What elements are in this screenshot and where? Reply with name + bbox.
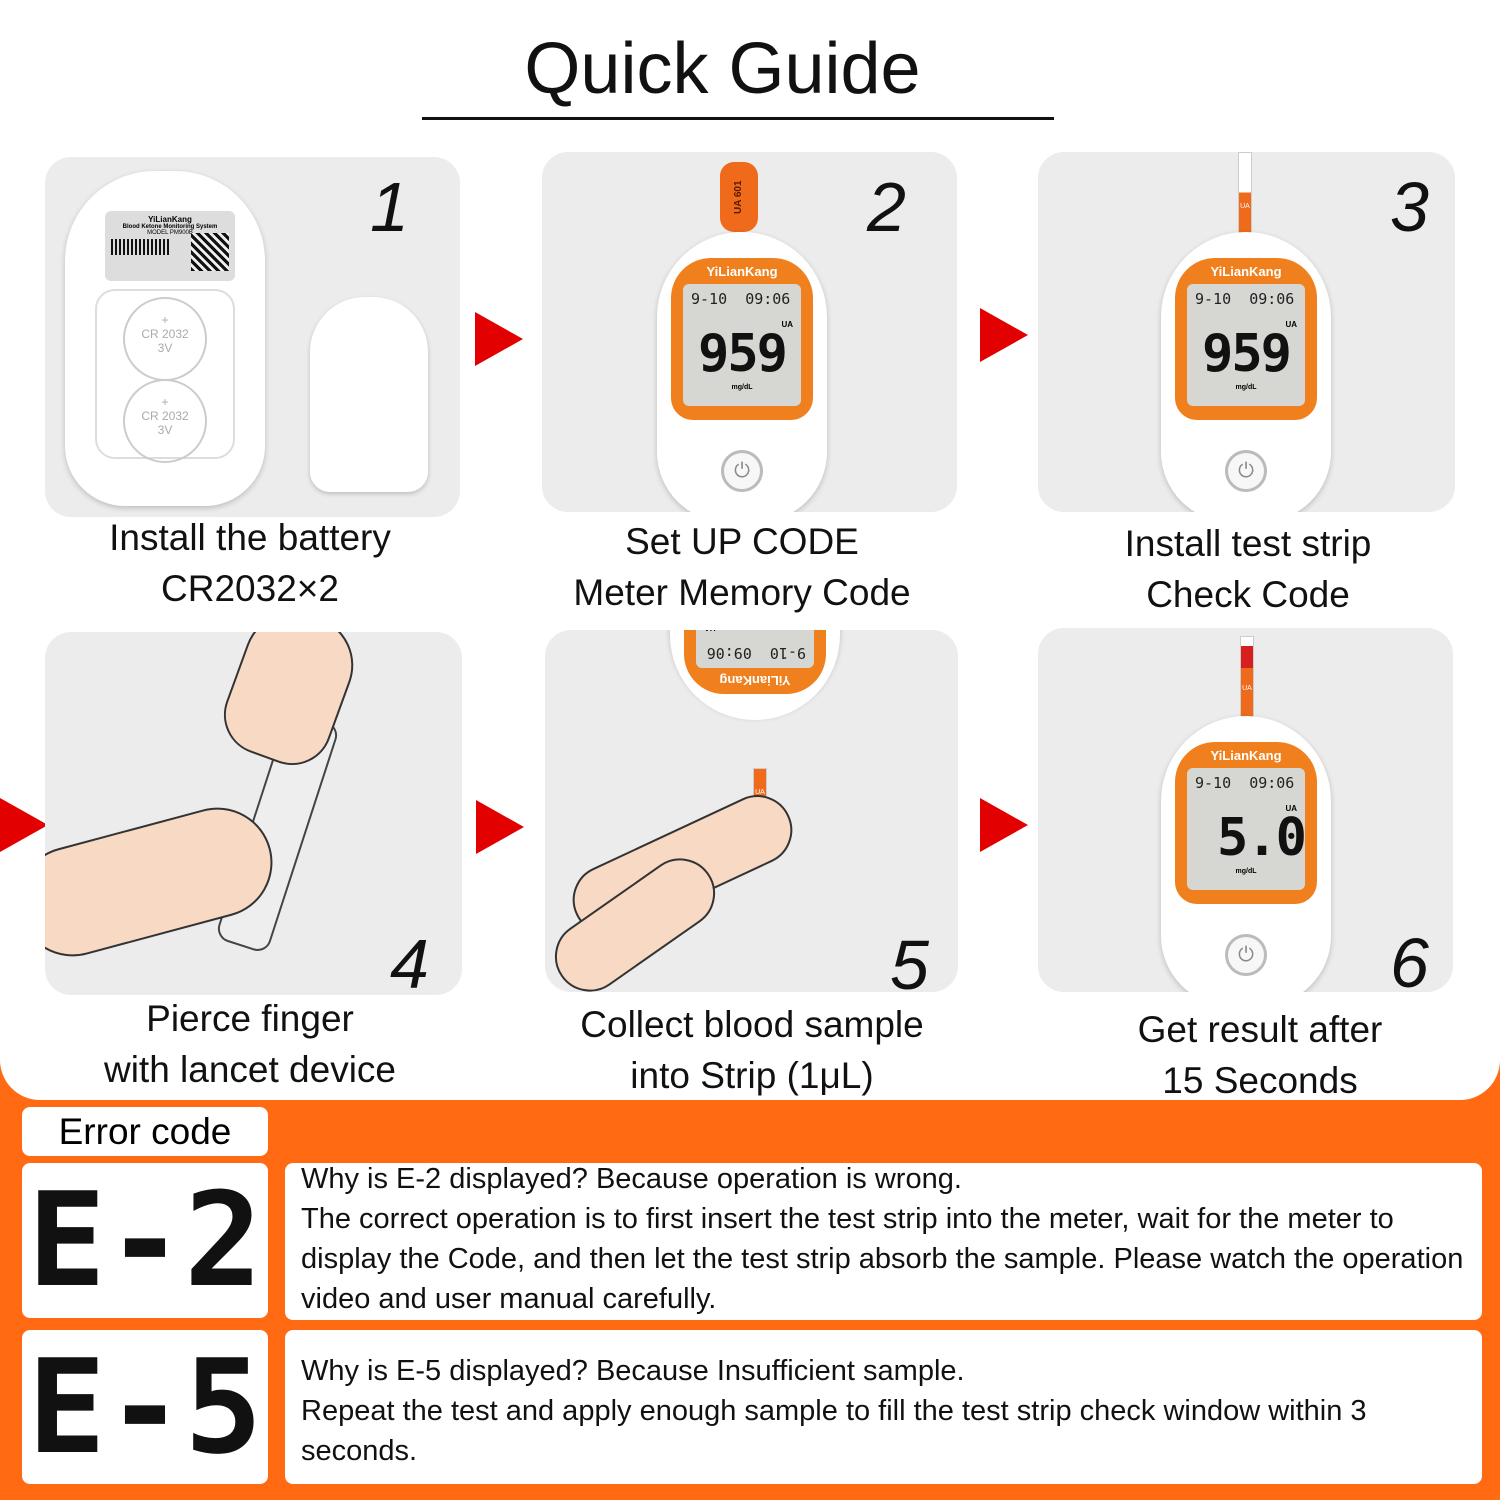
step-number: 5: [890, 926, 929, 992]
step-number: 4: [390, 925, 429, 995]
error-question: Why is E-5 displayed? Because Insufficie…: [301, 1355, 965, 1387]
error-code-text: E-2: [27, 1164, 263, 1316]
battery-cover: [310, 297, 428, 492]
step-number: 6: [1390, 924, 1429, 992]
meter-back: YiLianKang Blood Ketone Monitoring Syste…: [65, 171, 265, 506]
device-name: Blood Ketone Monitoring System: [122, 224, 218, 230]
brand-text: YiLianKang: [719, 673, 791, 688]
arrow-right-icon: [475, 312, 523, 366]
error-question: Why is E-2 displayed? Because operation …: [301, 1163, 962, 1195]
date-time: 9-10 09:06: [1195, 774, 1295, 792]
power-icon: ⏻: [1225, 450, 1267, 492]
hand-upper: [212, 632, 368, 777]
arrow-right-icon: [980, 308, 1028, 362]
arrow-right-icon: [476, 800, 524, 854]
error-e5-description: Why is E-5 displayed? Because Insufficie…: [285, 1330, 1482, 1484]
title-underline: [422, 117, 1054, 120]
qr-code: [191, 233, 229, 271]
page-title: Quick Guide: [524, 29, 921, 109]
step-number: 2: [867, 168, 906, 246]
test-strip: UA: [1238, 152, 1252, 242]
step-1-panel: YiLianKang Blood Ketone Monitoring Syste…: [45, 157, 460, 517]
arrow-right-icon: [0, 798, 48, 852]
power-icon: ⏻: [721, 450, 763, 492]
code-chip: UA 601: [720, 162, 758, 232]
brand-text: YiLianKang: [148, 215, 192, 224]
step-number: 1: [370, 168, 409, 246]
error-e2-display: E-2: [22, 1163, 268, 1318]
arrow-right-icon: [980, 798, 1028, 852]
brand-text: YiLianKang: [1210, 748, 1282, 763]
model-text: MODEL PM900B: [147, 230, 193, 236]
date-time: 9-10 09:06: [706, 644, 806, 662]
power-icon: ⏻: [1225, 934, 1267, 976]
barcode: [111, 239, 171, 255]
device-label: YiLianKang Blood Ketone Monitoring Syste…: [105, 211, 235, 281]
error-code-heading: Error code: [22, 1107, 268, 1156]
error-answer: The correct operation is to first insert…: [301, 1203, 1464, 1315]
error-answer: Repeat the test and apply enough sample …: [301, 1395, 1367, 1467]
error-code-text: E-5: [27, 1331, 263, 1483]
reading-value: 959: [1202, 324, 1292, 384]
error-e5-display: E-5: [22, 1330, 268, 1484]
date-time: 9-10 09:06: [1195, 290, 1295, 308]
brand-text: YiLianKang: [1210, 264, 1282, 279]
reading-value: 5.0: [1217, 808, 1307, 868]
brand-text: YiLianKang: [706, 264, 778, 279]
reading-value: 959: [698, 324, 788, 384]
error-e2-description: Why is E-2 displayed? Because operation …: [285, 1163, 1482, 1320]
date-time: 9-10 09:06: [691, 290, 791, 308]
step-number: 3: [1390, 168, 1429, 246]
test-strip: UA: [1240, 636, 1254, 726]
step-4-panel: 4: [45, 632, 462, 995]
